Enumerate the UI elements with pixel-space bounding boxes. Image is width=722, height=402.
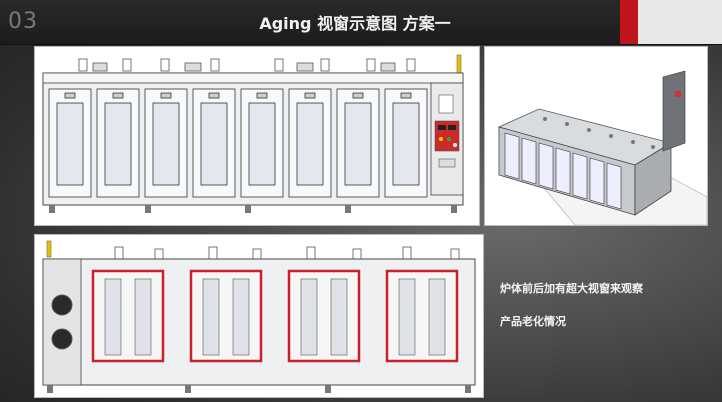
product-rack bbox=[398, 278, 416, 356]
door-window bbox=[392, 102, 420, 186]
door-handle bbox=[64, 92, 76, 99]
door-handle bbox=[112, 92, 124, 99]
door-handle bbox=[256, 92, 268, 99]
door-window bbox=[248, 102, 276, 186]
slide-number: 03 bbox=[8, 9, 38, 34]
product-rack bbox=[428, 278, 446, 356]
door-handle bbox=[160, 92, 172, 99]
door-handle bbox=[400, 92, 412, 99]
rear-view-drawing bbox=[34, 234, 484, 398]
front-view-svg bbox=[42, 54, 464, 213]
front-view-drawing bbox=[34, 46, 480, 226]
rear-window bbox=[385, 269, 459, 363]
door-window bbox=[56, 102, 84, 186]
product-rack bbox=[134, 278, 152, 356]
product-rack bbox=[300, 278, 318, 356]
title-bar: 03 Aging 视窗示意图 方案一 bbox=[0, 0, 722, 45]
rear-view-svg bbox=[42, 240, 476, 393]
door-handle bbox=[352, 92, 364, 99]
corner-block bbox=[638, 0, 722, 44]
product-rack bbox=[202, 278, 220, 356]
door-handle bbox=[304, 92, 316, 99]
description-line-2: 产品老化情况 bbox=[500, 315, 566, 328]
door-handle bbox=[208, 92, 220, 99]
description-line-1: 炉体前后加有超大视窗来观察 bbox=[500, 282, 643, 295]
rear-window bbox=[189, 269, 263, 363]
door-window bbox=[296, 102, 324, 186]
door-window bbox=[152, 102, 180, 186]
rear-window bbox=[287, 269, 361, 363]
isometric-view-drawing bbox=[484, 46, 708, 226]
product-rack bbox=[330, 278, 348, 356]
isometric-view-svg bbox=[497, 70, 707, 225]
product-rack bbox=[232, 278, 250, 356]
door-window bbox=[104, 102, 132, 186]
red-accent-tab bbox=[620, 0, 722, 44]
rear-window bbox=[91, 269, 165, 363]
door-window bbox=[200, 102, 228, 186]
product-rack bbox=[104, 278, 122, 356]
door-window bbox=[344, 102, 372, 186]
slide-title: Aging 视窗示意图 方案一 bbox=[259, 14, 451, 33]
